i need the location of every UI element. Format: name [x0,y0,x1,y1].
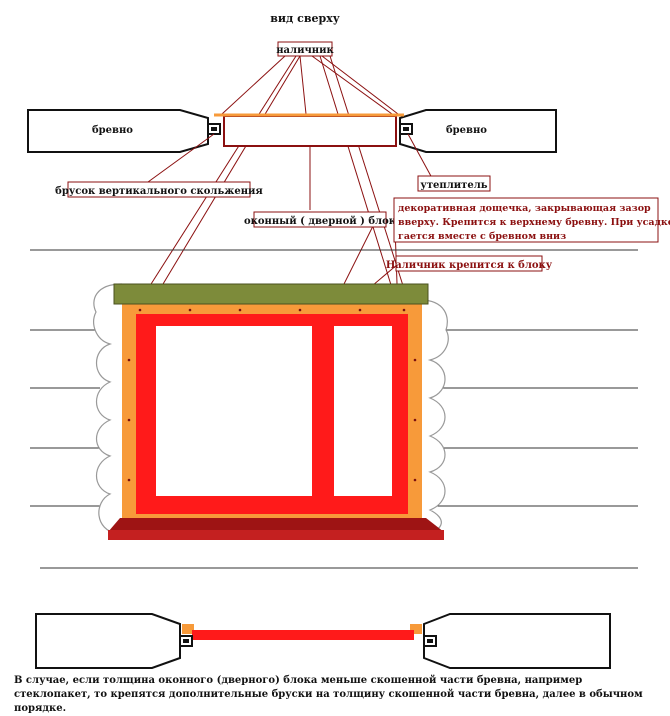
uteplitel-label-box [417,175,491,192]
extra-bar-left [182,624,194,634]
view-title: вид сверху [270,12,340,25]
uteplitel-label: утеплитель [420,180,487,191]
slide-bar-left-bottom-core [183,639,189,643]
window-block-plan [223,115,397,147]
window-sill [108,530,444,540]
double-glazing-block [192,630,414,640]
brusok-label: брусок вертикального скольжения [55,186,263,197]
casing-nails [127,308,417,482]
log-ends-right [419,299,449,535]
log-ends-left [93,283,123,535]
brusok-label-box [67,181,251,198]
log-left-bottom [35,613,181,669]
nalichnik-krepitsya-label: Наличник крепится к блоку [386,260,553,271]
log-left-plan [27,109,209,153]
dekor-label-box [393,197,659,243]
slide-bar-right-bottom-core [427,639,433,643]
log-seam-lines [30,249,638,569]
dekor-label-line1: декоративная дощечка, закрывающая зазор [398,203,651,214]
bottom-note: В случае, если толщина оконного (дверног… [14,675,643,714]
log-right-label: бревно [446,125,487,136]
log-right-bottom [423,613,611,669]
nalichnik-label-box [277,41,333,57]
extra-bar-right [410,624,422,634]
front-view [30,249,638,569]
okonny-blok-label: оконный ( дверной ) блок [244,216,397,227]
window-sill-top [108,518,444,532]
top-view: бревно бревно [27,109,557,153]
nalichnik-krepitsya-box [395,255,543,272]
log-right-plan [399,109,557,153]
log-left-label: бревно [92,125,133,136]
window-glass-right [334,326,392,496]
bottom-plan-view [35,613,611,669]
nalichnik-label: наличник [276,45,334,56]
window-glass-left [156,326,312,496]
slide-bar-left-core [211,127,217,131]
slide-bar-right-core [403,127,409,131]
dekor-label-line3: гается вместе с бревном вниз [398,231,566,242]
okonny-blok-label-box [253,211,387,228]
decor-board [113,283,429,305]
dekor-label-line2: вверху. Крепится к верхнему бревну. При … [398,217,670,228]
